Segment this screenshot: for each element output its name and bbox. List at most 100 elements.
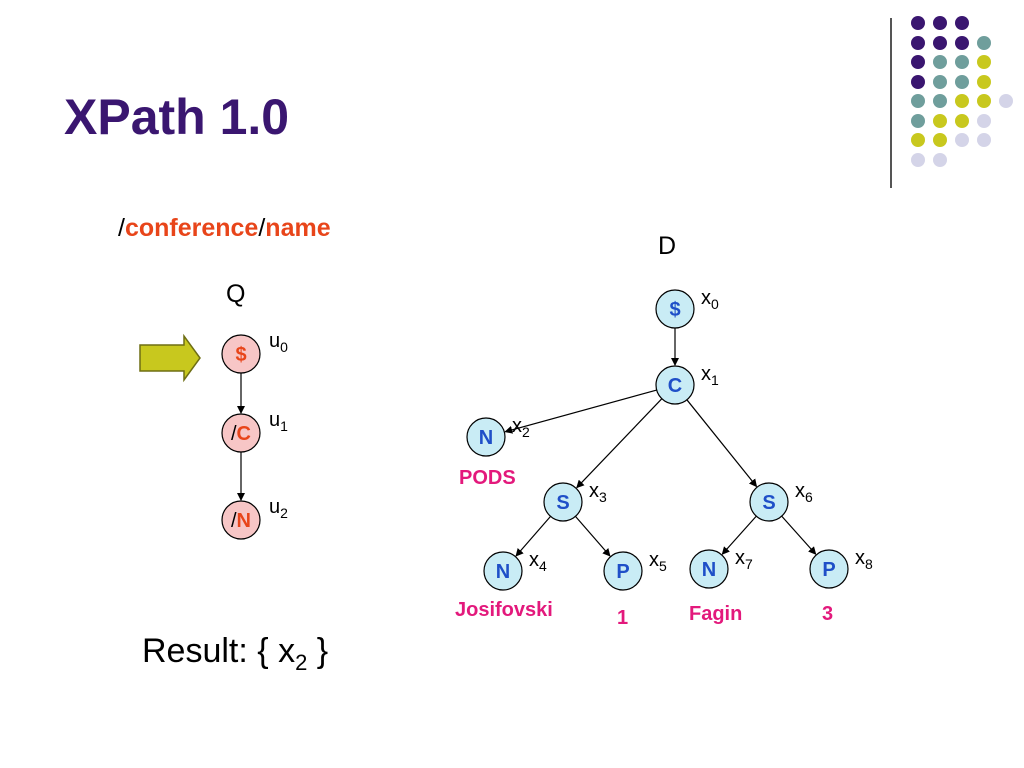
doc-node-var-x2: x2	[512, 415, 530, 440]
doc-node-x0: $	[655, 289, 695, 329]
doc-node-circle	[603, 551, 643, 591]
tree-edge	[721, 515, 757, 555]
query-node-var-u2: u2	[269, 496, 288, 521]
decor-dot	[955, 113, 969, 128]
query-step-name: name	[265, 214, 331, 242]
doc-node-circle	[483, 551, 523, 591]
query-node-circle	[221, 413, 261, 453]
tree-edge	[515, 515, 551, 557]
decor-dot	[977, 94, 991, 108]
doc-node-var-x1: x1	[701, 363, 719, 388]
doc-node-x1: C	[655, 365, 695, 405]
doc-node-label: P	[616, 561, 629, 583]
decor-dot	[911, 94, 925, 108]
doc-node-label: N	[702, 559, 716, 581]
decor-dot	[955, 133, 969, 147]
doc-node-var-x6: x6	[795, 480, 813, 505]
doc-node-x5: P	[603, 551, 643, 591]
decor-dot	[933, 113, 947, 128]
decor-dot	[933, 55, 947, 69]
doc-node-x8: P	[809, 549, 849, 589]
decor-dot	[955, 35, 969, 50]
decor-dot	[911, 113, 925, 128]
decor-dot	[911, 74, 925, 89]
current-node-arrow	[139, 333, 201, 383]
doc-node-circle	[809, 549, 849, 589]
doc-node-var-x4: x4	[529, 549, 547, 574]
decor-dot	[955, 94, 969, 108]
tree-edge	[576, 398, 663, 489]
decor-dot	[999, 94, 1013, 108]
decor-dot	[977, 35, 991, 50]
query-tree-label: Q	[226, 280, 246, 308]
query-separator: /	[118, 214, 125, 242]
doc-node-x4: N	[483, 551, 523, 591]
decor-dot	[911, 35, 925, 50]
leaf-value-x2: PODS	[459, 467, 516, 489]
doc-node-label: N	[496, 561, 510, 583]
leaf-value-x4: Josifovski	[455, 599, 553, 621]
query-node-var-u1: u1	[269, 409, 288, 434]
leaf-value-x8: 3	[822, 603, 834, 625]
query-node-label: /C	[231, 423, 251, 445]
query-node-label: $	[235, 344, 246, 366]
tree-edge	[686, 399, 758, 488]
doc-node-x3: S	[543, 482, 583, 522]
decor-dot	[933, 74, 947, 89]
decor-dot	[911, 133, 925, 147]
doc-node-circle	[689, 549, 729, 589]
query-node-label: /N	[231, 510, 251, 532]
doc-node-var-x0: x0	[701, 287, 719, 312]
query-step-conference: conference	[124, 214, 259, 242]
doc-node-var-x7: x7	[735, 547, 753, 572]
tree-edge	[575, 515, 611, 557]
leaf-value-x7: Fagin	[689, 603, 743, 625]
decor-dot	[911, 55, 925, 69]
result-text: Result: { x2 }	[142, 632, 328, 676]
tree-edge	[504, 389, 657, 434]
doc-node-label: S	[762, 492, 775, 514]
doc-node-x6: S	[749, 482, 789, 522]
decor-dot	[933, 35, 947, 50]
document-tree-label: D	[658, 232, 677, 260]
result-suffix: }	[307, 632, 329, 670]
tree-edge	[781, 515, 817, 555]
doc-node-circle	[543, 482, 583, 522]
query-node-circle	[221, 334, 261, 374]
result-sub: 2	[295, 649, 308, 675]
doc-node-circle	[466, 417, 506, 457]
query-node-u2: /N	[221, 500, 261, 540]
doc-node-label: C	[668, 375, 682, 397]
query-node-u0: $	[221, 334, 261, 374]
query-separator: /	[258, 214, 266, 242]
doc-node-x7: N	[689, 549, 729, 589]
doc-node-circle	[655, 365, 695, 405]
doc-node-label: $	[669, 299, 680, 321]
leaf-value-x5: 1	[617, 607, 629, 629]
decor-dot	[977, 74, 991, 89]
decor-dot	[977, 113, 991, 128]
doc-node-circle	[655, 289, 695, 329]
doc-node-var-x3: x3	[589, 480, 607, 505]
doc-node-label: P	[822, 559, 835, 581]
decor-dot	[933, 16, 947, 30]
decor-dot	[933, 152, 947, 167]
slide-title: XPath 1.0	[64, 89, 290, 145]
decor-dot	[977, 55, 991, 69]
decor-dot	[911, 16, 925, 30]
decor-dot	[977, 133, 991, 147]
doc-node-circle	[749, 482, 789, 522]
query-node-u1: /C	[221, 413, 261, 453]
result-var: x	[278, 632, 296, 670]
decor-dot	[911, 152, 925, 167]
decorative-divider	[890, 18, 892, 188]
decor-dot	[955, 16, 969, 30]
doc-node-label: S	[556, 492, 569, 514]
doc-node-x2: N	[466, 417, 506, 457]
decor-dot	[933, 94, 947, 108]
xpath-query: /conference/name	[118, 214, 331, 243]
query-node-circle	[221, 500, 261, 540]
decor-dot	[933, 133, 947, 147]
